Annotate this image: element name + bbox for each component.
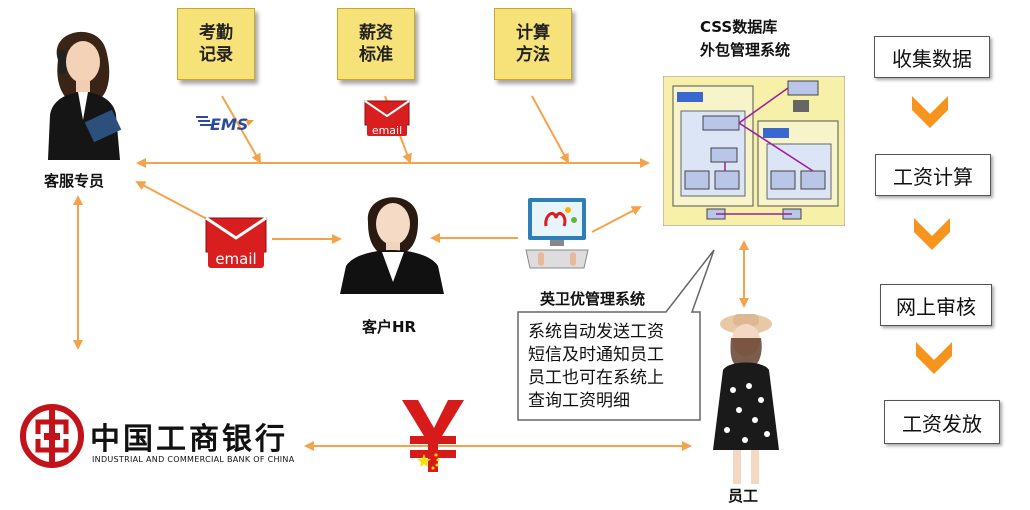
client-hr-person-image	[340, 197, 444, 294]
css-db-title: CSS数据库 外包管理系统	[700, 16, 820, 60]
email-icon-left: email	[204, 216, 268, 270]
note-attendance-record: 考勤 记录	[177, 8, 255, 80]
rmb-currency-icon	[402, 400, 464, 472]
chevron-down-icon	[912, 96, 948, 128]
note-salary-standard: 薪资 标准	[337, 8, 415, 80]
client-hr-label: 客户HR	[362, 318, 417, 336]
employee-label: 员工	[728, 487, 759, 505]
note-calculation-method: 计算 方法	[494, 8, 572, 80]
employee-person-image	[713, 314, 779, 484]
chevron-down-icon	[916, 342, 952, 374]
ems-text: EMS	[210, 115, 248, 134]
icbc-name-cn: 中国工商银行	[90, 422, 288, 457]
css-system-architecture-image	[663, 76, 845, 226]
icbc-emblem-icon	[20, 404, 84, 468]
customer-service-person-image	[48, 31, 122, 160]
icbc-bank-logo: 中国工商银行 INDUSTRIAL AND COMMERCIAL BANK OF…	[20, 404, 294, 470]
arrow-system-to-css	[591, 206, 642, 233]
svg-text:email: email	[372, 124, 402, 137]
step-salary-calculation: 工资计算	[875, 154, 991, 196]
step-salary-payment: 工资发放	[884, 400, 1000, 444]
step-online-review: 网上审核	[880, 284, 992, 326]
callout-text: 系统自动发送工资 短信及时通知员工 员工也可在系统上 查询工资明细	[528, 322, 664, 411]
arrow-note1-down	[221, 95, 261, 164]
css-db-title-line2: 外包管理系统	[700, 41, 791, 59]
step-collect-data: 收集数据	[874, 36, 990, 78]
email-icon-top: email	[364, 100, 410, 138]
customer-service-label: 客服专员	[44, 172, 105, 190]
ems-icon: EMS	[196, 106, 256, 140]
svg-text:email: email	[215, 250, 256, 268]
callout-bubble	[517, 249, 715, 421]
icbc-name-en: INDUSTRIAL AND COMMERCIAL BANK OF CHINA	[92, 455, 295, 464]
css-db-title-line1: CSS数据库	[700, 18, 778, 36]
yingweiyou-label: 英卫优管理系统	[540, 290, 646, 308]
chevron-down-icon	[914, 218, 950, 250]
yingweiyou-computer-image	[525, 198, 589, 269]
arrow-hr-to-cs	[135, 181, 208, 220]
arrow-note3-down	[531, 95, 569, 164]
